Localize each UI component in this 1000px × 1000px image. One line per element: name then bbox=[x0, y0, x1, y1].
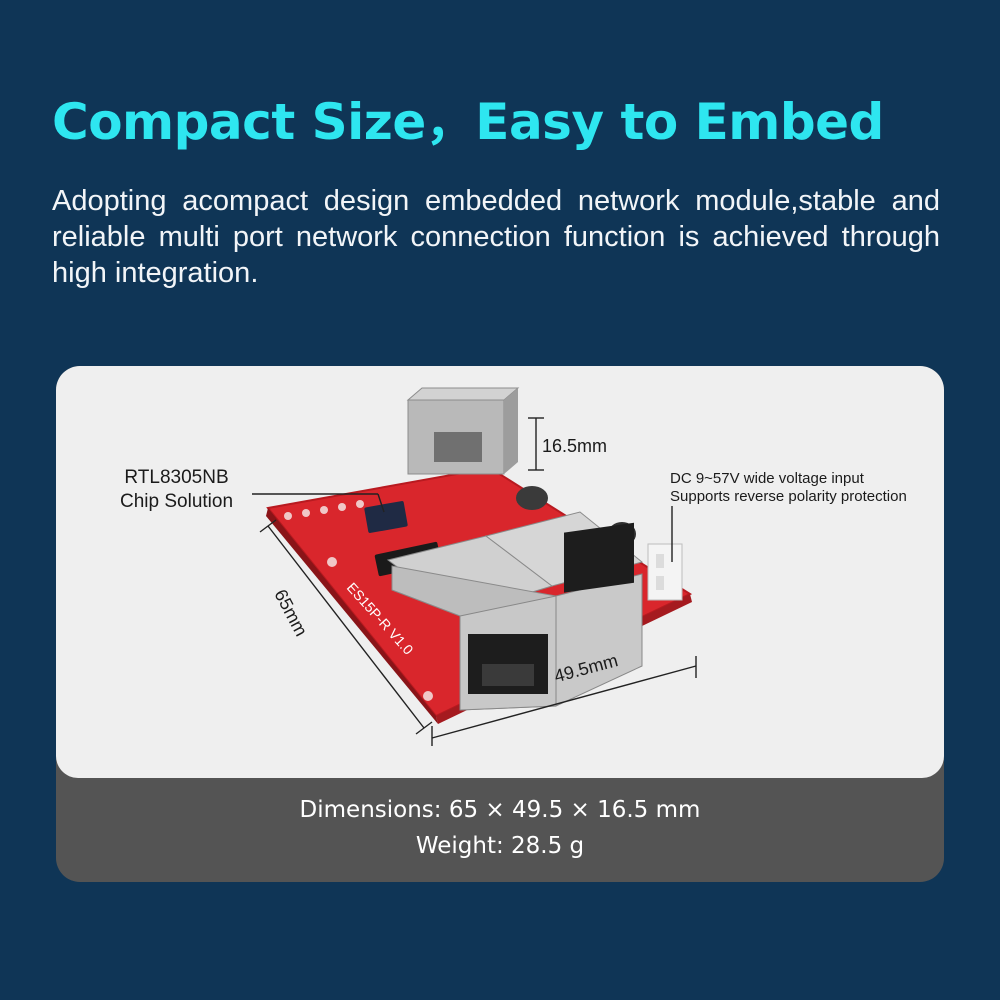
width-dim-line bbox=[431, 665, 697, 739]
intro-paragraph: Adopting acompact design embedded networ… bbox=[52, 185, 940, 289]
product-card: ES15P-R V1.0 RTL8305NB Chip Solution DC … bbox=[56, 366, 944, 882]
rj45-port-right bbox=[484, 511, 644, 707]
spec-dimensions: Dimensions: 65 × 49.5 × 16.5 mm bbox=[299, 797, 701, 823]
dimension-height-label: 16.5mm bbox=[542, 436, 608, 456]
power-protection: Supports reverse polarity protection bbox=[670, 488, 907, 505]
dc-power-connector bbox=[647, 543, 683, 601]
network-module-illustration: ES15P-R V1.0 bbox=[252, 387, 697, 746]
led-1 bbox=[284, 512, 292, 520]
led-3 bbox=[320, 506, 328, 514]
page-headline: Compact Size，Easy to Embed bbox=[52, 93, 884, 151]
rtl8305nb-chip bbox=[364, 501, 408, 533]
chip-model: RTL8305NB bbox=[124, 467, 229, 488]
spec-footer: Dimensions: 65 × 49.5 × 16.5 mm Weight: … bbox=[56, 792, 944, 864]
length-dim-line bbox=[267, 525, 425, 729]
capacitor bbox=[516, 486, 548, 510]
led-4 bbox=[338, 503, 346, 511]
product-image-panel: ES15P-R V1.0 RTL8305NB Chip Solution DC … bbox=[56, 366, 944, 778]
led-5 bbox=[356, 500, 364, 508]
spec-weight: Weight: 28.5 g bbox=[415, 833, 585, 859]
led-2 bbox=[302, 509, 310, 517]
power-callout: DC 9~57V wide voltage input Supports rev… bbox=[670, 470, 907, 506]
chip-callout: RTL8305NB Chip Solution bbox=[120, 466, 233, 514]
mount-hole-2 bbox=[327, 557, 337, 567]
power-voltage: DC 9~57V wide voltage input bbox=[670, 470, 864, 487]
chip-solution: Chip Solution bbox=[120, 491, 234, 512]
rj45-port-rear bbox=[406, 387, 520, 475]
mount-hole-1 bbox=[423, 691, 433, 701]
pcb-edge bbox=[266, 508, 438, 724]
